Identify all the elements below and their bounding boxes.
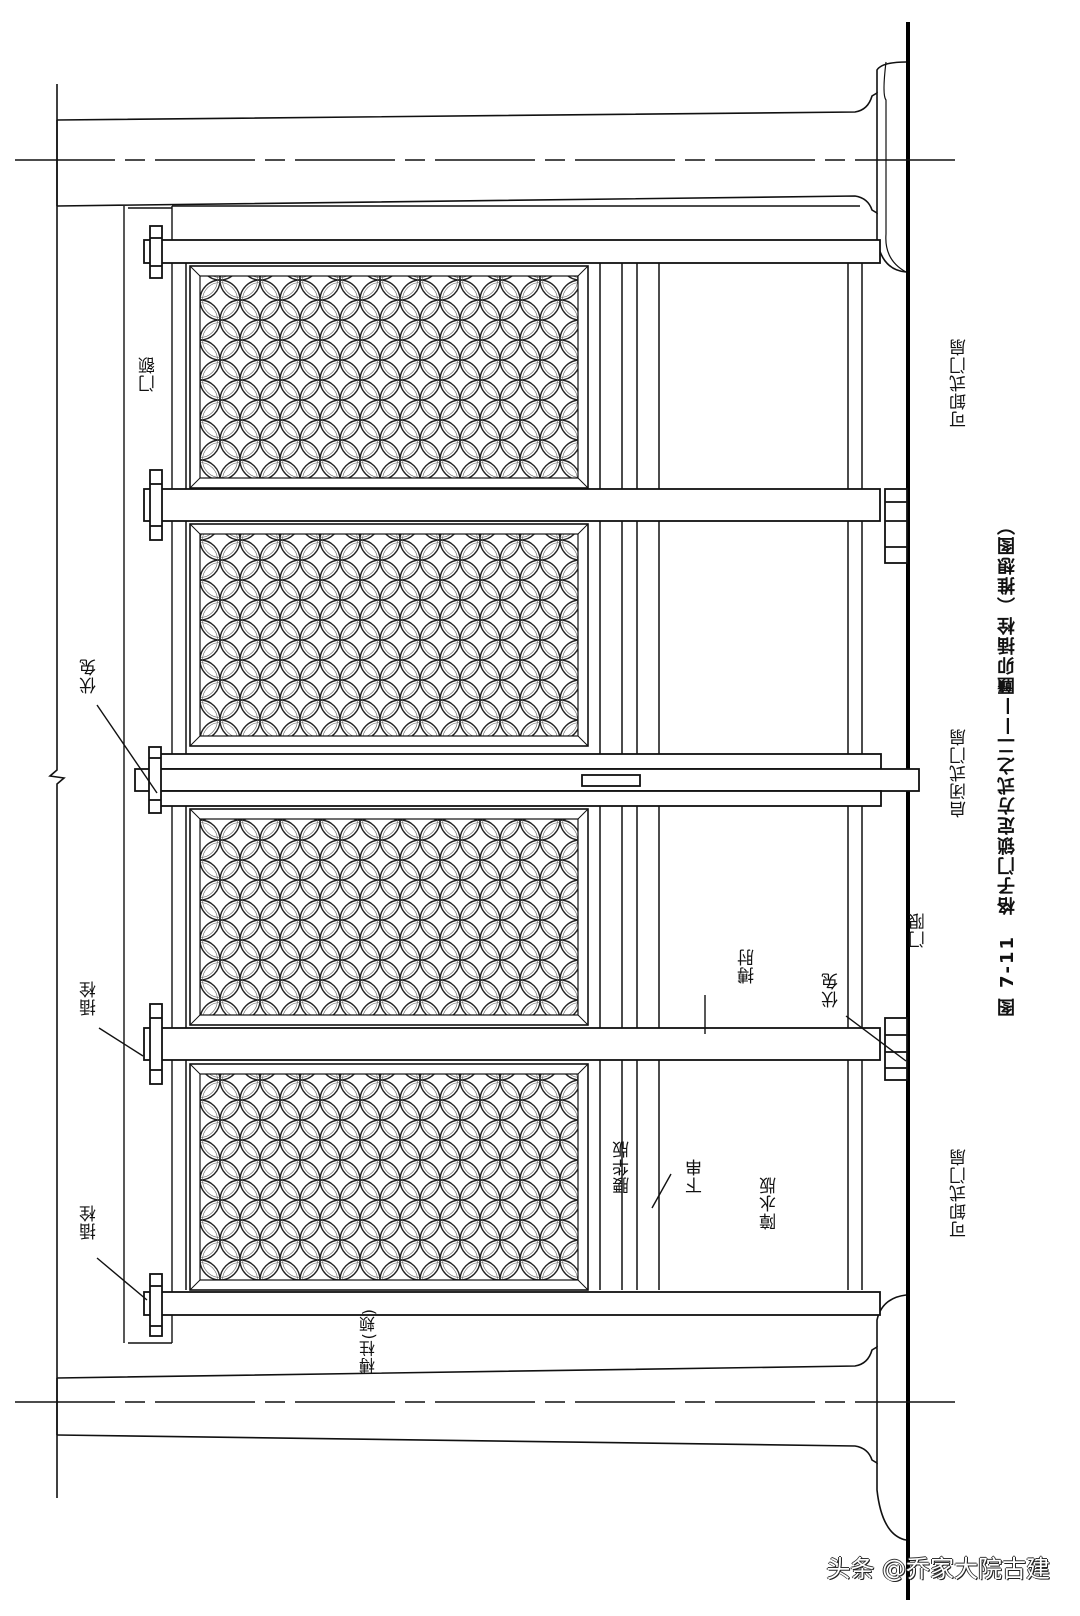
stile-5: [143, 1273, 881, 1337]
stile-3-central: [134, 746, 920, 814]
label-kexie-bottom: 可卸式门扇: [950, 1148, 970, 1238]
lock-bolt-slot: [581, 774, 641, 787]
label-qibi: 启闭式门扇: [950, 728, 970, 818]
lattice-panel-1: [189, 265, 589, 489]
left-reference-line: [48, 84, 66, 1498]
bottom-column: [56, 1294, 907, 1541]
stile-1: [143, 225, 881, 279]
label-yaohua-ban: 腰华版: [613, 1140, 633, 1194]
label-men-xian: 门限: [909, 912, 929, 948]
door-frame: [123, 205, 860, 1344]
label-kexie-top: 可卸式门扇: [950, 338, 970, 428]
label-futu-left: 伏兔: [80, 658, 100, 694]
lattice-panel-2: [189, 523, 589, 747]
label-men-e: 门额: [139, 356, 159, 392]
figure-caption: 图 7-11 格子门锁定方式之二——㔶卯插栓（推想图）: [997, 515, 1018, 1017]
stile-2: [143, 469, 908, 564]
label-chashuan-lower: 插栓: [80, 1204, 100, 1240]
watermark: 头条 @乔家大院古建: [826, 1555, 1050, 1583]
lattice-panel-4: [189, 1063, 589, 1291]
label-bozhou: 搏肘: [738, 948, 758, 984]
label-xia-chuan: 下串: [686, 1158, 706, 1194]
label-zhangshui-ban: 障水版: [760, 1176, 780, 1230]
label-futu-right: 伏兔: [822, 972, 842, 1008]
leader-lines: [96, 704, 907, 1301]
label-chashuan-upper: 插栓: [80, 980, 100, 1016]
label-bozhu: 榑柱(颊): [359, 1308, 378, 1374]
stile-4: [143, 1003, 908, 1085]
lattice-panel-3: [189, 808, 589, 1026]
